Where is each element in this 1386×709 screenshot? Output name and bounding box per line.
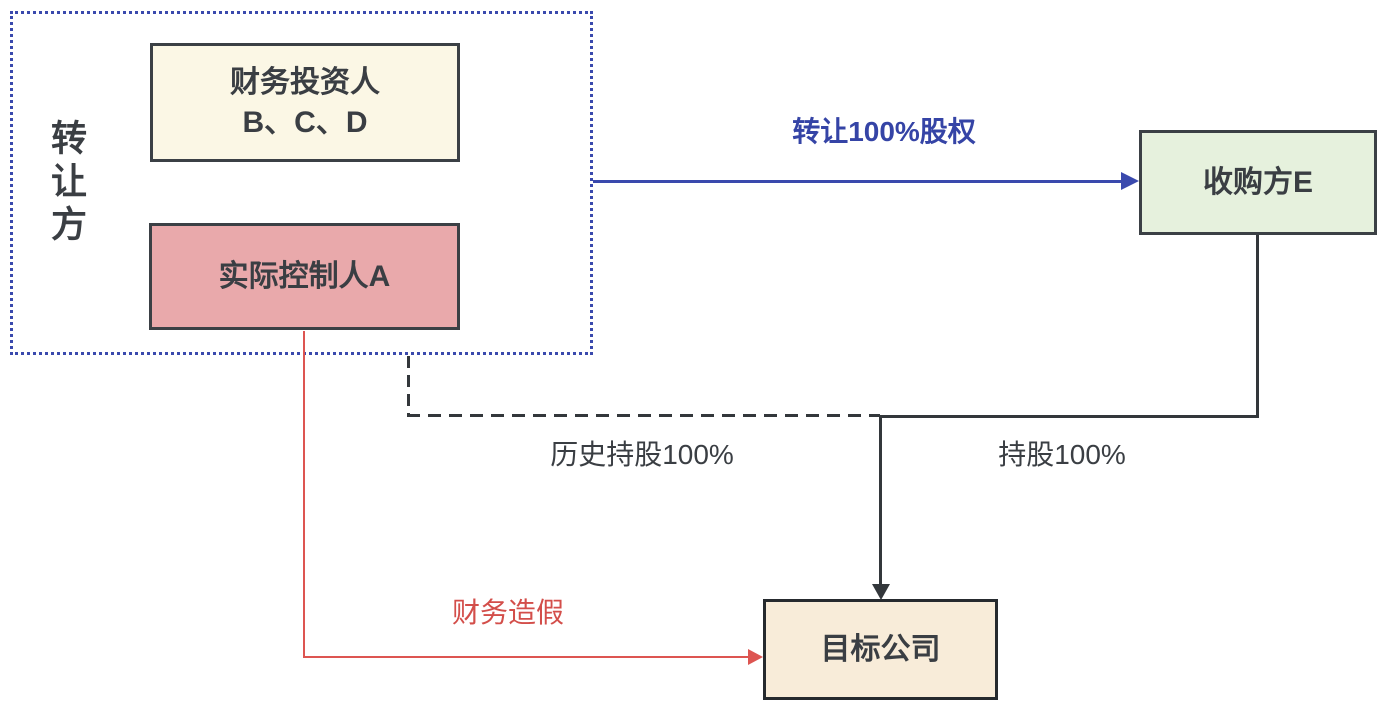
edge-financial-fraud-arrowhead xyxy=(748,649,763,665)
edge-financial-fraud-segment-horizontal xyxy=(303,656,749,658)
edge-transfer-equity-label: 转让100%股权 xyxy=(792,116,976,147)
node-acquirer-label: 收购方E xyxy=(1202,165,1313,199)
edge-transfer-equity-line xyxy=(593,180,1123,183)
edge-current-holding-segment-vertical-from-acquirer xyxy=(1256,235,1259,417)
transferor-group-frame xyxy=(10,11,593,355)
node-actual-controller-label: 实际控制人A xyxy=(218,259,391,293)
node-financial-investors: 财务投资人 B、C、D xyxy=(150,43,460,162)
edge-historical-holding-segment-horizontal xyxy=(407,414,880,417)
node-target-company-label: 目标公司 xyxy=(820,632,941,666)
node-acquirer: 收购方E xyxy=(1139,130,1377,235)
edge-current-holding-segment-horizontal xyxy=(879,415,1259,418)
edge-historical-holding-label: 历史持股100% xyxy=(550,439,734,470)
edge-current-holding-label: 持股100% xyxy=(998,439,1126,470)
edge-financial-fraud-segment-vertical xyxy=(303,331,305,658)
edge-current-holding-segment-vertical-to-target xyxy=(879,415,882,585)
node-financial-investors-line1: 财务投资人 xyxy=(230,65,380,99)
edge-historical-holding-segment-vertical xyxy=(407,356,410,415)
transferor-group-label: 转让方 xyxy=(46,119,87,248)
node-financial-investors-line2: B、C、D xyxy=(242,105,368,139)
node-actual-controller: 实际控制人A xyxy=(149,223,460,330)
edge-financial-fraud-label: 财务造假 xyxy=(451,597,565,628)
node-target-company: 目标公司 xyxy=(763,599,998,700)
edge-current-holding-arrowhead xyxy=(872,584,890,600)
edge-transfer-equity-arrowhead xyxy=(1121,172,1139,190)
